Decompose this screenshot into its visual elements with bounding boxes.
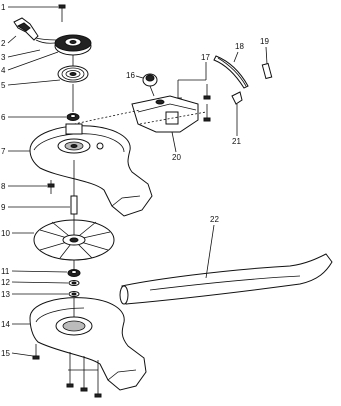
callout-16: 16 bbox=[126, 71, 144, 80]
callout-4: 4 bbox=[1, 51, 59, 75]
svg-text:11: 11 bbox=[1, 267, 10, 276]
part-18-strap bbox=[213, 55, 249, 89]
svg-text:21: 21 bbox=[232, 137, 241, 146]
svg-text:15: 15 bbox=[1, 349, 10, 358]
callout-12: 12 bbox=[1, 278, 69, 287]
callout-13: 13 bbox=[1, 290, 68, 299]
part-14-lower-fan-housing bbox=[29, 297, 147, 391]
svg-text:7: 7 bbox=[1, 147, 6, 156]
svg-text:10: 10 bbox=[1, 229, 10, 238]
part-7-upper-fan-housing bbox=[29, 123, 153, 217]
svg-text:8: 8 bbox=[1, 182, 6, 191]
callout-9: 9 bbox=[1, 203, 70, 212]
callout-11: 11 bbox=[1, 267, 68, 276]
callout-19: 19 bbox=[260, 37, 269, 65]
svg-text:12: 12 bbox=[1, 278, 10, 287]
svg-text:16: 16 bbox=[126, 71, 135, 80]
part-8-housing-screw bbox=[47, 180, 55, 194]
part-16-knob bbox=[142, 73, 158, 97]
part-6-nut bbox=[66, 84, 80, 121]
svg-text:5: 5 bbox=[1, 81, 6, 90]
callout-18: 18 bbox=[233, 42, 244, 63]
callout-17: 17 bbox=[201, 53, 210, 62]
callout-22: 22 bbox=[205, 215, 219, 279]
svg-text:2: 2 bbox=[1, 39, 6, 48]
svg-text:13: 13 bbox=[1, 290, 10, 299]
assembly-leader-lines bbox=[73, 109, 207, 317]
part-10-fan-impeller bbox=[33, 219, 115, 261]
callout-14: 14 bbox=[1, 320, 30, 329]
callout-7: 7 bbox=[1, 147, 30, 156]
callout-10: 10 bbox=[1, 229, 34, 238]
part-15-screws bbox=[32, 344, 102, 398]
callout-20: 20 bbox=[171, 131, 181, 162]
callout-6: 6 bbox=[1, 113, 66, 122]
svg-text:19: 19 bbox=[260, 37, 269, 46]
part-12-washer bbox=[68, 280, 80, 286]
svg-text:14: 14 bbox=[1, 320, 10, 329]
svg-text:4: 4 bbox=[1, 66, 6, 75]
callout-21: 21 bbox=[232, 104, 241, 146]
part-4-rope-pulley bbox=[54, 34, 92, 56]
svg-text:3: 3 bbox=[1, 53, 6, 62]
callout-15: 15 bbox=[1, 349, 98, 371]
part-22-blower-tube bbox=[119, 253, 333, 305]
part-2-starter-handle bbox=[13, 17, 39, 41]
part-21-clip bbox=[231, 91, 243, 105]
part-1-screw bbox=[58, 4, 66, 22]
part-19-pin bbox=[261, 62, 273, 80]
part-11-nut bbox=[67, 260, 81, 277]
svg-text:17: 17 bbox=[201, 53, 210, 62]
svg-text:6: 6 bbox=[1, 113, 6, 122]
part-20-handle-bracket bbox=[131, 95, 199, 133]
svg-text:22: 22 bbox=[210, 215, 219, 224]
svg-text:1: 1 bbox=[1, 3, 6, 12]
svg-text:20: 20 bbox=[172, 153, 181, 162]
callout-1: 1 bbox=[1, 3, 58, 12]
svg-text:18: 18 bbox=[235, 42, 244, 51]
callout-3: 3 bbox=[1, 49, 41, 62]
callout-8: 8 bbox=[1, 182, 47, 191]
part-13-washer bbox=[68, 291, 80, 297]
callout-2: 2 bbox=[1, 35, 17, 48]
callout-5: 5 bbox=[1, 79, 61, 90]
svg-text:9: 9 bbox=[1, 203, 6, 212]
part-5-recoil-spring bbox=[57, 55, 89, 83]
